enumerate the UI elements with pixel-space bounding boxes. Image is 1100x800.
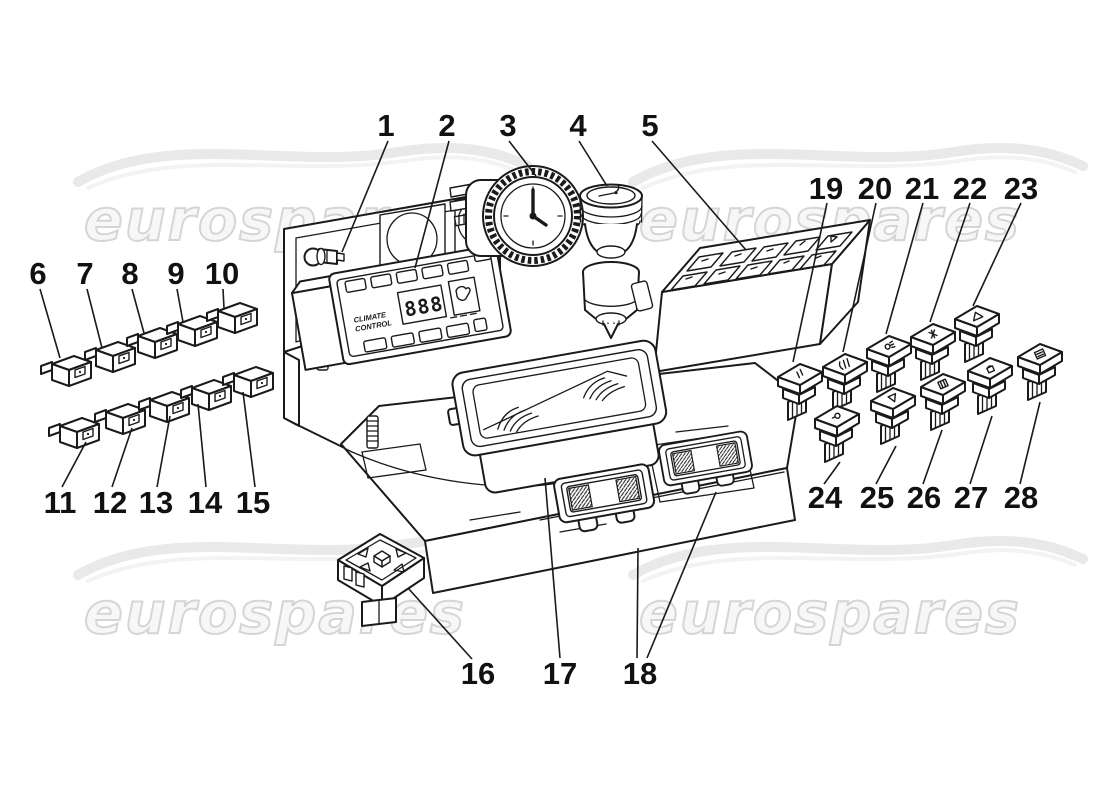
- callout-22: 22: [953, 171, 987, 206]
- defrost-sparkle-icon: [928, 329, 938, 339]
- callout-15: 15: [236, 485, 270, 520]
- callout-27: 27: [954, 480, 988, 515]
- callout-12: 12: [93, 485, 127, 520]
- callout-9: 9: [167, 256, 184, 291]
- rocker-cap-25: [870, 387, 916, 445]
- callout-10: 10: [205, 256, 239, 291]
- callout-6: 6: [29, 256, 46, 291]
- rear-defrost-icon: [937, 378, 949, 390]
- rocker-cap-20: [822, 353, 868, 411]
- cigarette-icon: [598, 184, 620, 197]
- callout-2: 2: [438, 108, 455, 143]
- callout-4: 4: [569, 108, 587, 143]
- micro-switch-6: [40, 355, 92, 387]
- watermark-eurospares: [633, 541, 1083, 647]
- climate-control-unit: CLIMATE CONTROL 888: [290, 244, 512, 371]
- lamborghini-logo: [447, 276, 481, 316]
- mirror-switch: [337, 533, 425, 627]
- switch-panel: [653, 219, 871, 373]
- leader-lines: [39, 140, 1041, 660]
- cigarette-lighter-cap: [579, 183, 643, 259]
- switch-panel-buttons: [670, 231, 853, 291]
- callout-17: 17: [543, 656, 577, 691]
- callout-23: 23: [1004, 171, 1038, 206]
- callout-1: 1: [377, 108, 394, 143]
- callout-16: 16: [461, 656, 495, 691]
- callout-19: 19: [809, 171, 843, 206]
- rocker-cap-24: [814, 405, 860, 463]
- hazard-triangle-icon: [972, 311, 984, 322]
- cigarette-lighter-body: [582, 261, 654, 339]
- ashtray: [447, 339, 668, 494]
- callout-18: 18: [623, 656, 657, 691]
- rocker-cap-23: [954, 305, 1000, 363]
- callout-26: 26: [907, 480, 941, 515]
- micro-switch-12: [94, 403, 146, 435]
- callout-28: 28: [1004, 480, 1038, 515]
- callout-13: 13: [139, 485, 173, 520]
- headlight-icon: [884, 340, 896, 350]
- rocker-cap-26: [920, 373, 966, 431]
- heater-bars-icon: [1033, 348, 1047, 360]
- micro-switch-11: [48, 417, 100, 449]
- callout-14: 14: [188, 485, 223, 520]
- callout-labels: 1 2 3 4 5 6 7 8 9 10 11 12 13 14 15 16 1…: [29, 108, 1038, 691]
- callout-5: 5: [641, 108, 658, 143]
- callout-25: 25: [860, 480, 894, 515]
- callout-3: 3: [499, 108, 516, 143]
- climate-buttons-bottom: [363, 317, 488, 353]
- callout-8: 8: [121, 256, 138, 291]
- callout-7: 7: [76, 256, 93, 291]
- door-lock-icon: [986, 365, 996, 374]
- callout-11: 11: [44, 485, 77, 520]
- callout-20: 20: [858, 171, 892, 206]
- fog-light-icon: [838, 358, 851, 370]
- washer-icon: [887, 392, 897, 403]
- clock-gauge: [449, 165, 584, 267]
- callout-21: 21: [905, 171, 939, 206]
- mounting-screw: [366, 415, 379, 449]
- instrument-light-icon: [831, 412, 841, 419]
- vent-bars-icon: [796, 368, 804, 379]
- callout-24: 24: [808, 480, 843, 515]
- panel-bulb: [303, 247, 345, 267]
